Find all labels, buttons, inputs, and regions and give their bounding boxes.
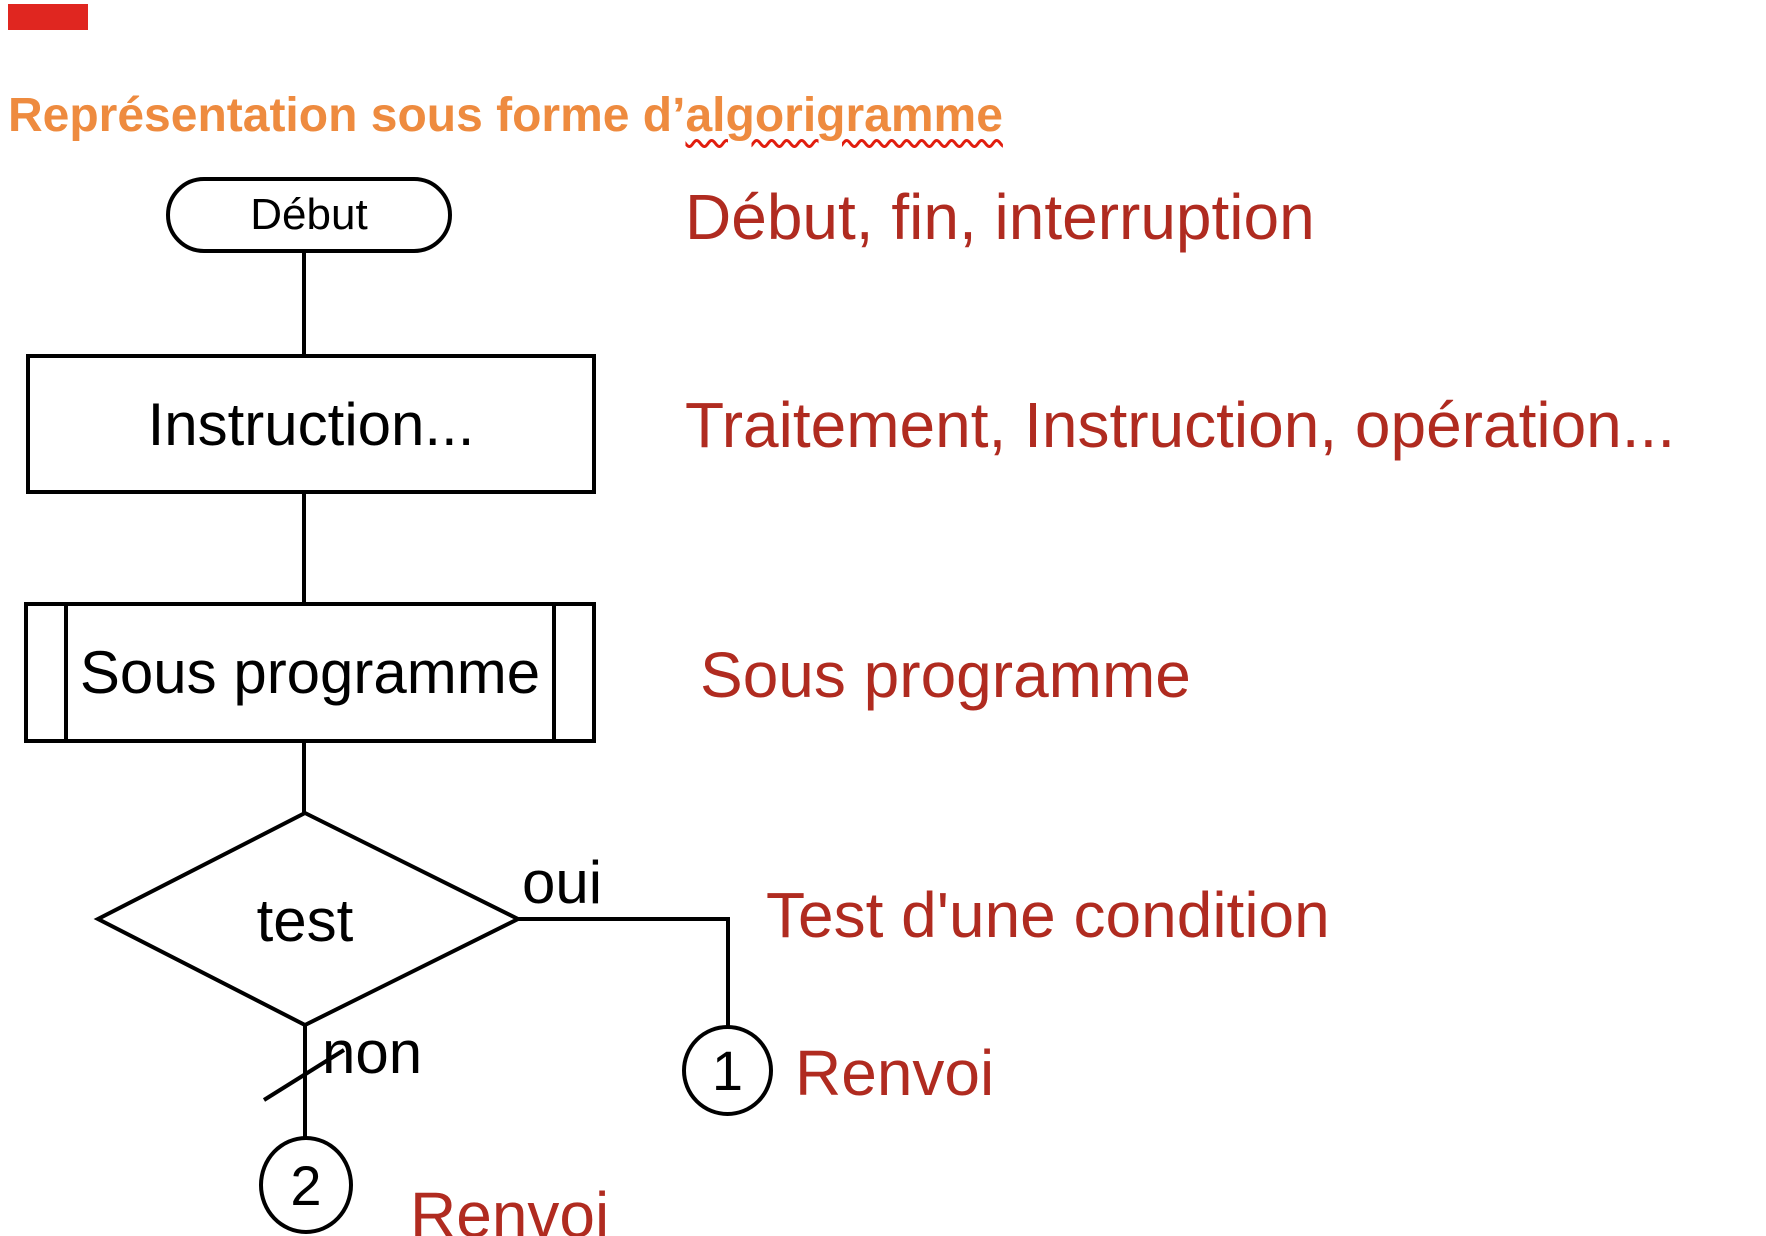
legend-decision: Test d'une condition (766, 879, 1330, 951)
connector-1-label: 1 (711, 1039, 744, 1102)
node-subroutine-sous-programme: Sous programme (24, 602, 596, 743)
page-title: Représentation sous forme d’algorigramme (8, 88, 1003, 143)
legend-process: Traitement, Instruction, opération... (685, 389, 1676, 461)
connector-2-label: 2 (290, 1153, 322, 1217)
page-title-squiggle-word: algorigramme (685, 89, 1003, 142)
legend-terminator: Début, fin, interruption (685, 181, 1315, 253)
node-subroutine-label: Sous programme (79, 639, 541, 706)
edge-test-oui-branch (518, 917, 730, 1027)
connector-circle-2: 2 (259, 1136, 353, 1234)
node-process-label: Instruction... (147, 390, 475, 458)
node-process-instruction: Instruction... (26, 354, 596, 494)
legend-subroutine: Sous programme (700, 639, 1191, 711)
decision-label: test (256, 887, 354, 954)
corner-red-bar (8, 4, 88, 30)
subroutine-inner-line-left (64, 606, 68, 739)
branch-label-non: non (322, 1019, 423, 1086)
node-terminator-label: Début (250, 190, 368, 239)
branch-label-oui: oui (522, 849, 603, 916)
connector-circle-1: 1 (682, 1025, 773, 1116)
page-title-text: Représentation sous forme d’ (8, 89, 686, 142)
legend-connector-1: Renvoi (795, 1037, 995, 1109)
node-terminator-debut: Début (166, 177, 452, 253)
legend-connector-2: Renvoi (410, 1179, 610, 1236)
subroutine-inner-line-right (552, 606, 556, 739)
